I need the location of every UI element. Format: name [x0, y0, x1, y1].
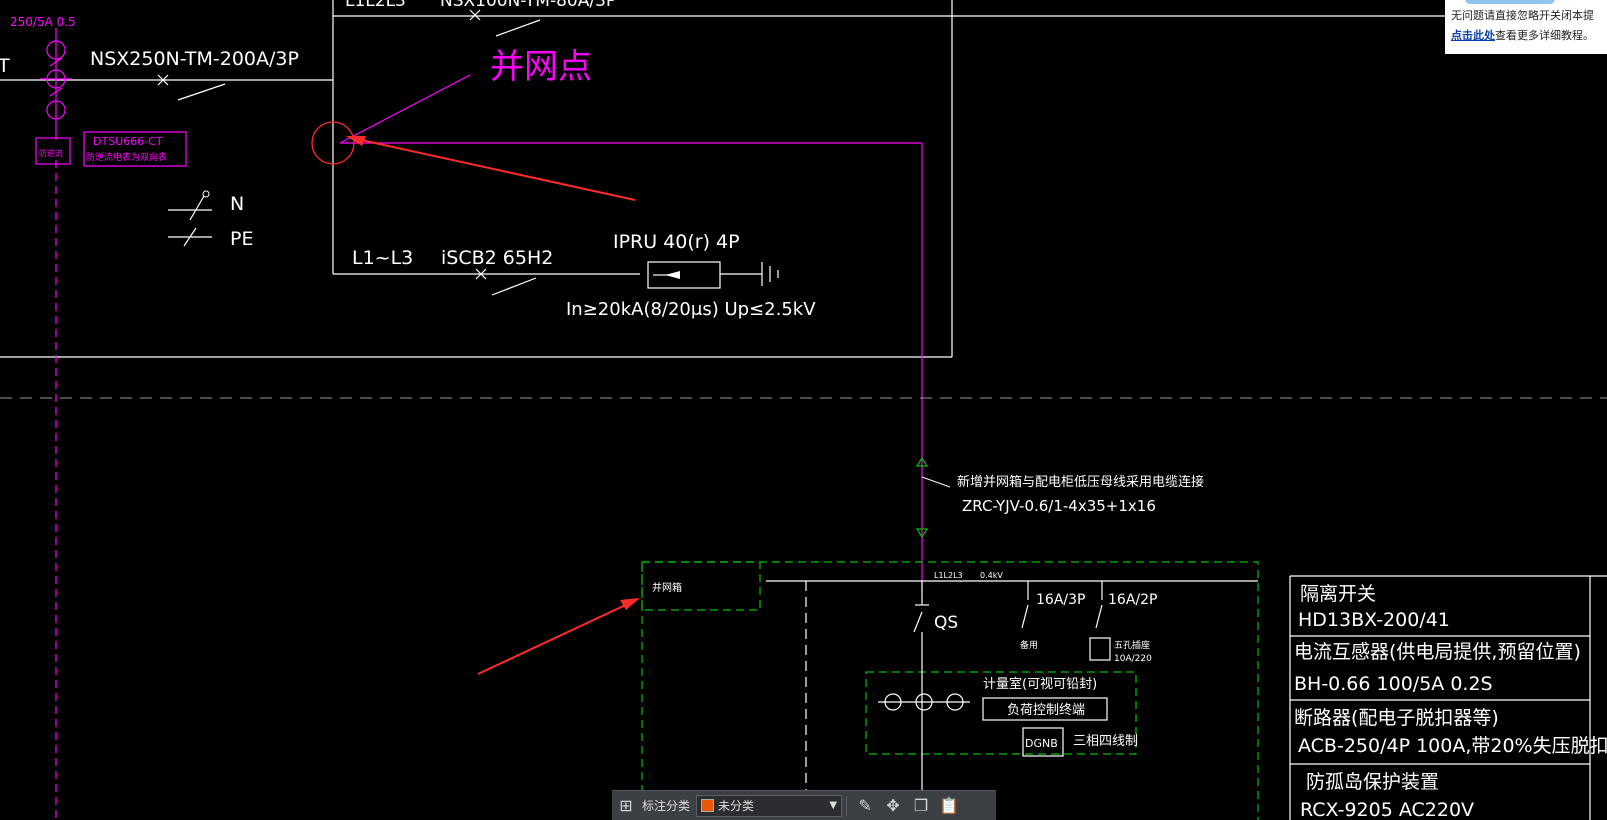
legend-ct-title: 电流互感器(供电局提供,预留位置): [1294, 641, 1581, 663]
category-select[interactable]: 未分类 ▼: [696, 794, 843, 817]
grid-icon[interactable]: ⊞: [619, 796, 633, 815]
grid-point-label: 并网点: [490, 47, 592, 87]
meter-box-label: DTSU666-CT: [93, 135, 163, 148]
bus-phase: L1L2L3: [934, 571, 963, 580]
move-icon[interactable]: ✥: [886, 796, 900, 815]
cable-spec: ZRC-YJV-0.6/1-4x35+1x16: [962, 497, 1156, 515]
dgnb-label: DGNB: [1025, 737, 1058, 750]
spd-model: IPRU 40(r) 4P: [613, 231, 740, 253]
tooltip-progress: [1465, 0, 1555, 4]
ct-rating: 250/5A 0.5: [10, 15, 76, 29]
top-branch-phase: L1L2L3: [345, 0, 406, 11]
edit-icon[interactable]: ✎: [858, 796, 872, 815]
toolbar-label: 标注分类: [642, 799, 691, 813]
branch-2-socket: 10A/220: [1114, 654, 1152, 664]
main-breaker-label: NSX250N-TM-200A/3P: [90, 48, 299, 70]
legend-antiisland-model: RCX-9205 AC220V: [1300, 799, 1474, 820]
paste-icon[interactable]: 📋: [939, 796, 959, 815]
meter-room-label: 计量室(可视可铅封): [983, 676, 1097, 692]
load-terminal-label: 负荷控制终端: [1007, 702, 1085, 718]
t-label: T: [0, 55, 10, 77]
pe-label: PE: [230, 228, 253, 250]
spd-breaker-phase: L1~L3: [352, 247, 413, 269]
spd-breaker-label: iSCB2 65H2: [441, 247, 553, 269]
branch-2-rating: 16A/2P: [1108, 592, 1157, 608]
toolbar-divider: [846, 795, 848, 816]
cable-note: 新增并网箱与配电柜低压母线采用电缆连接: [957, 474, 1204, 490]
category-selected: 未分类: [718, 799, 755, 813]
spd-rating: In≥20kA(8/20μs) Up≤2.5kV: [566, 299, 816, 320]
help-tooltip: 无问题请直接忽略开关闭本提 点击此处查看更多详细教程。: [1445, 0, 1607, 54]
grid-point-circle: [311, 121, 355, 165]
copy-icon[interactable]: ❐: [913, 796, 929, 815]
legend-ct-model: BH-0.66 100/5A 0.2S: [1294, 673, 1493, 695]
left-box-label: 防逆流: [39, 148, 63, 158]
tooltip-line-2: 查看更多详细教程。: [1495, 29, 1594, 42]
legend-antiisland-title: 防孤岛保护装置: [1306, 771, 1439, 793]
qs-label: QS: [934, 613, 958, 633]
branch-2-use: 五孔插座: [1114, 639, 1150, 651]
bus-voltage: 0.4kV: [980, 571, 1003, 580]
box-title: 并网箱: [652, 581, 682, 594]
category-color-swatch: [701, 799, 715, 812]
meter-desc: 防逆流电表为双向表: [86, 151, 167, 163]
tooltip-link[interactable]: 点击此处: [1451, 29, 1495, 42]
branch-1-use: 备用: [1020, 639, 1038, 651]
legend-breaker-model: ACB-250/4P 100A,带20%失压脱扣: [1298, 735, 1607, 757]
top-branch-breaker: NSX100N-TM-80A/3P: [440, 0, 616, 11]
red-arrow-icon-2: [620, 598, 640, 610]
branch-1-rating: 16A/3P: [1036, 592, 1085, 608]
tooltip-line-1: 无问题请直接忽略开关闭本提: [1451, 9, 1594, 22]
legend-isolator-title: 隔离开关: [1300, 583, 1376, 605]
red-arrow-icon: [346, 136, 366, 146]
three-phase-label: 三相四线制: [1073, 734, 1138, 749]
legend-breaker-title: 断路器(配电子脱扣器等): [1294, 707, 1499, 729]
n-label: N: [230, 193, 244, 215]
annotation-toolbar: ⊞ 标注分类 未分类 ▼ ✎ ✥ ❐ 📋: [612, 790, 996, 820]
chevron-down-icon: ▼: [829, 800, 838, 811]
legend-isolator-model: HD13BX-200/41: [1298, 609, 1450, 631]
